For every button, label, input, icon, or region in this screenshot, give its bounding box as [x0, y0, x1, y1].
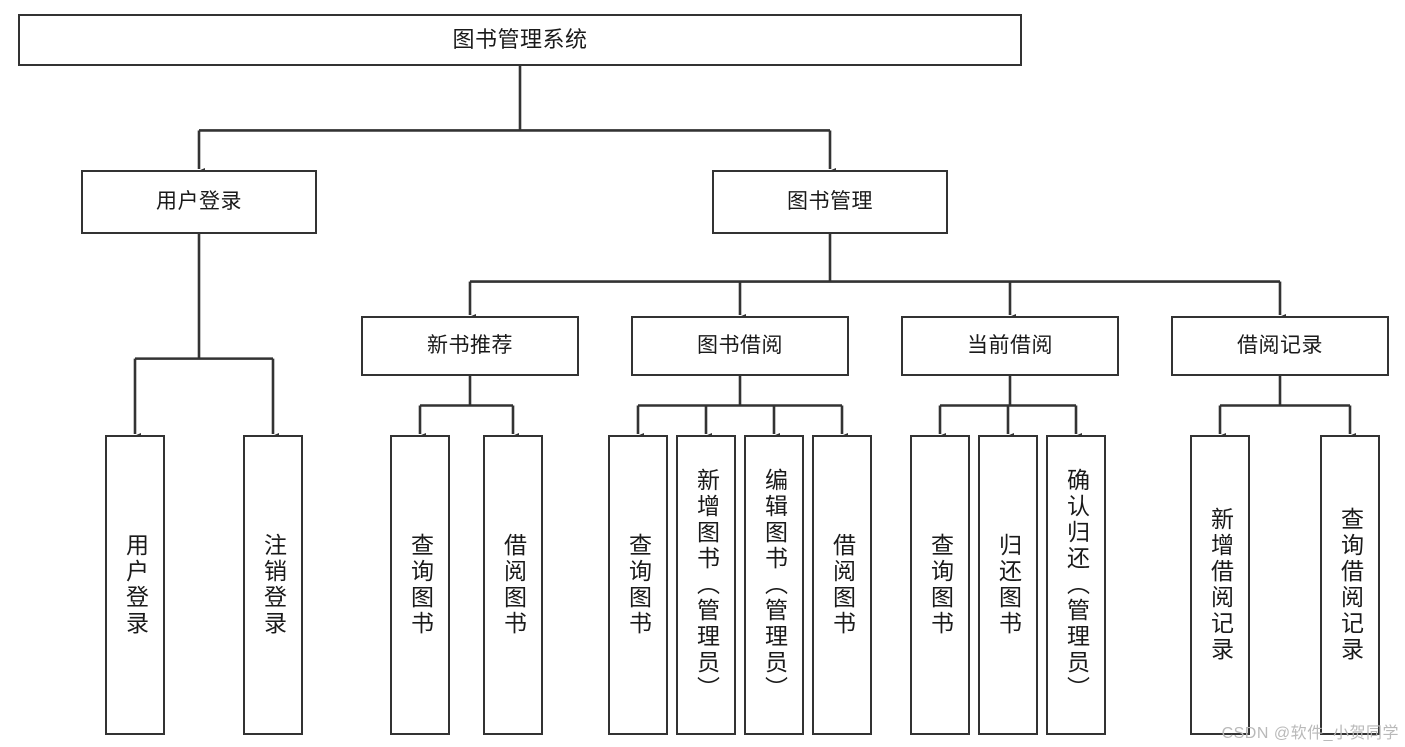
node-label: 注销登录 — [260, 533, 287, 637]
node-newbook[interactable]: 新书推荐 — [361, 316, 579, 376]
watermark-text: CSDN @软件_小贺同学 — [1221, 725, 1399, 742]
node-label: 查询图书 — [407, 533, 434, 637]
node-label: 借阅图书 — [829, 533, 856, 637]
node-leaf-record-add[interactable]: 新增借阅记录 — [1190, 435, 1250, 735]
node-root[interactable]: 图书管理系统 — [18, 14, 1022, 66]
node-label: 查询图书 — [625, 533, 652, 637]
node-label: 查询图书 — [927, 533, 954, 637]
node-label: 当前借阅 — [967, 333, 1053, 357]
node-leaf-user-login[interactable]: 用户登录 — [105, 435, 165, 735]
node-current[interactable]: 当前借阅 — [901, 316, 1119, 376]
node-label: 新书推荐 — [427, 333, 513, 357]
node-label: 图书借阅 — [697, 333, 783, 357]
node-leaf-borrow-query[interactable]: 查询图书 — [608, 435, 668, 735]
node-leaf-current-query[interactable]: 查询图书 — [910, 435, 970, 735]
node-leaf-new-query[interactable]: 查询图书 — [390, 435, 450, 735]
node-label: 借阅图书 — [500, 533, 527, 637]
node-label: 编辑图书（管理员） — [761, 468, 788, 702]
node-leaf-record-query[interactable]: 查询借阅记录 — [1320, 435, 1380, 735]
node-label: 借阅记录 — [1237, 333, 1323, 357]
node-records[interactable]: 借阅记录 — [1171, 316, 1389, 376]
node-leaf-borrow-add[interactable]: 新增图书（管理员） — [676, 435, 736, 735]
node-label: 新增图书（管理员） — [693, 468, 720, 702]
node-leaf-new-borrow[interactable]: 借阅图书 — [483, 435, 543, 735]
node-label: 新增借阅记录 — [1207, 507, 1234, 663]
node-label: 查询借阅记录 — [1337, 507, 1364, 663]
node-borrow[interactable]: 图书借阅 — [631, 316, 849, 376]
node-login[interactable]: 用户登录 — [81, 170, 317, 234]
node-leaf-borrow-lend[interactable]: 借阅图书 — [812, 435, 872, 735]
node-leaf-user-logout[interactable]: 注销登录 — [243, 435, 303, 735]
node-label: 用户登录 — [122, 533, 149, 637]
node-leaf-current-return[interactable]: 归还图书 — [978, 435, 1038, 735]
node-label: 确认归还（管理员） — [1063, 468, 1090, 702]
node-label: 归还图书 — [995, 533, 1022, 637]
node-label: 用户登录 — [156, 189, 242, 213]
node-label: 图书管理 — [787, 189, 873, 213]
node-label: 图书管理系统 — [452, 27, 588, 53]
node-bookmgmt[interactable]: 图书管理 — [712, 170, 948, 234]
node-leaf-current-confirm[interactable]: 确认归还（管理员） — [1046, 435, 1106, 735]
node-leaf-borrow-edit[interactable]: 编辑图书（管理员） — [744, 435, 804, 735]
